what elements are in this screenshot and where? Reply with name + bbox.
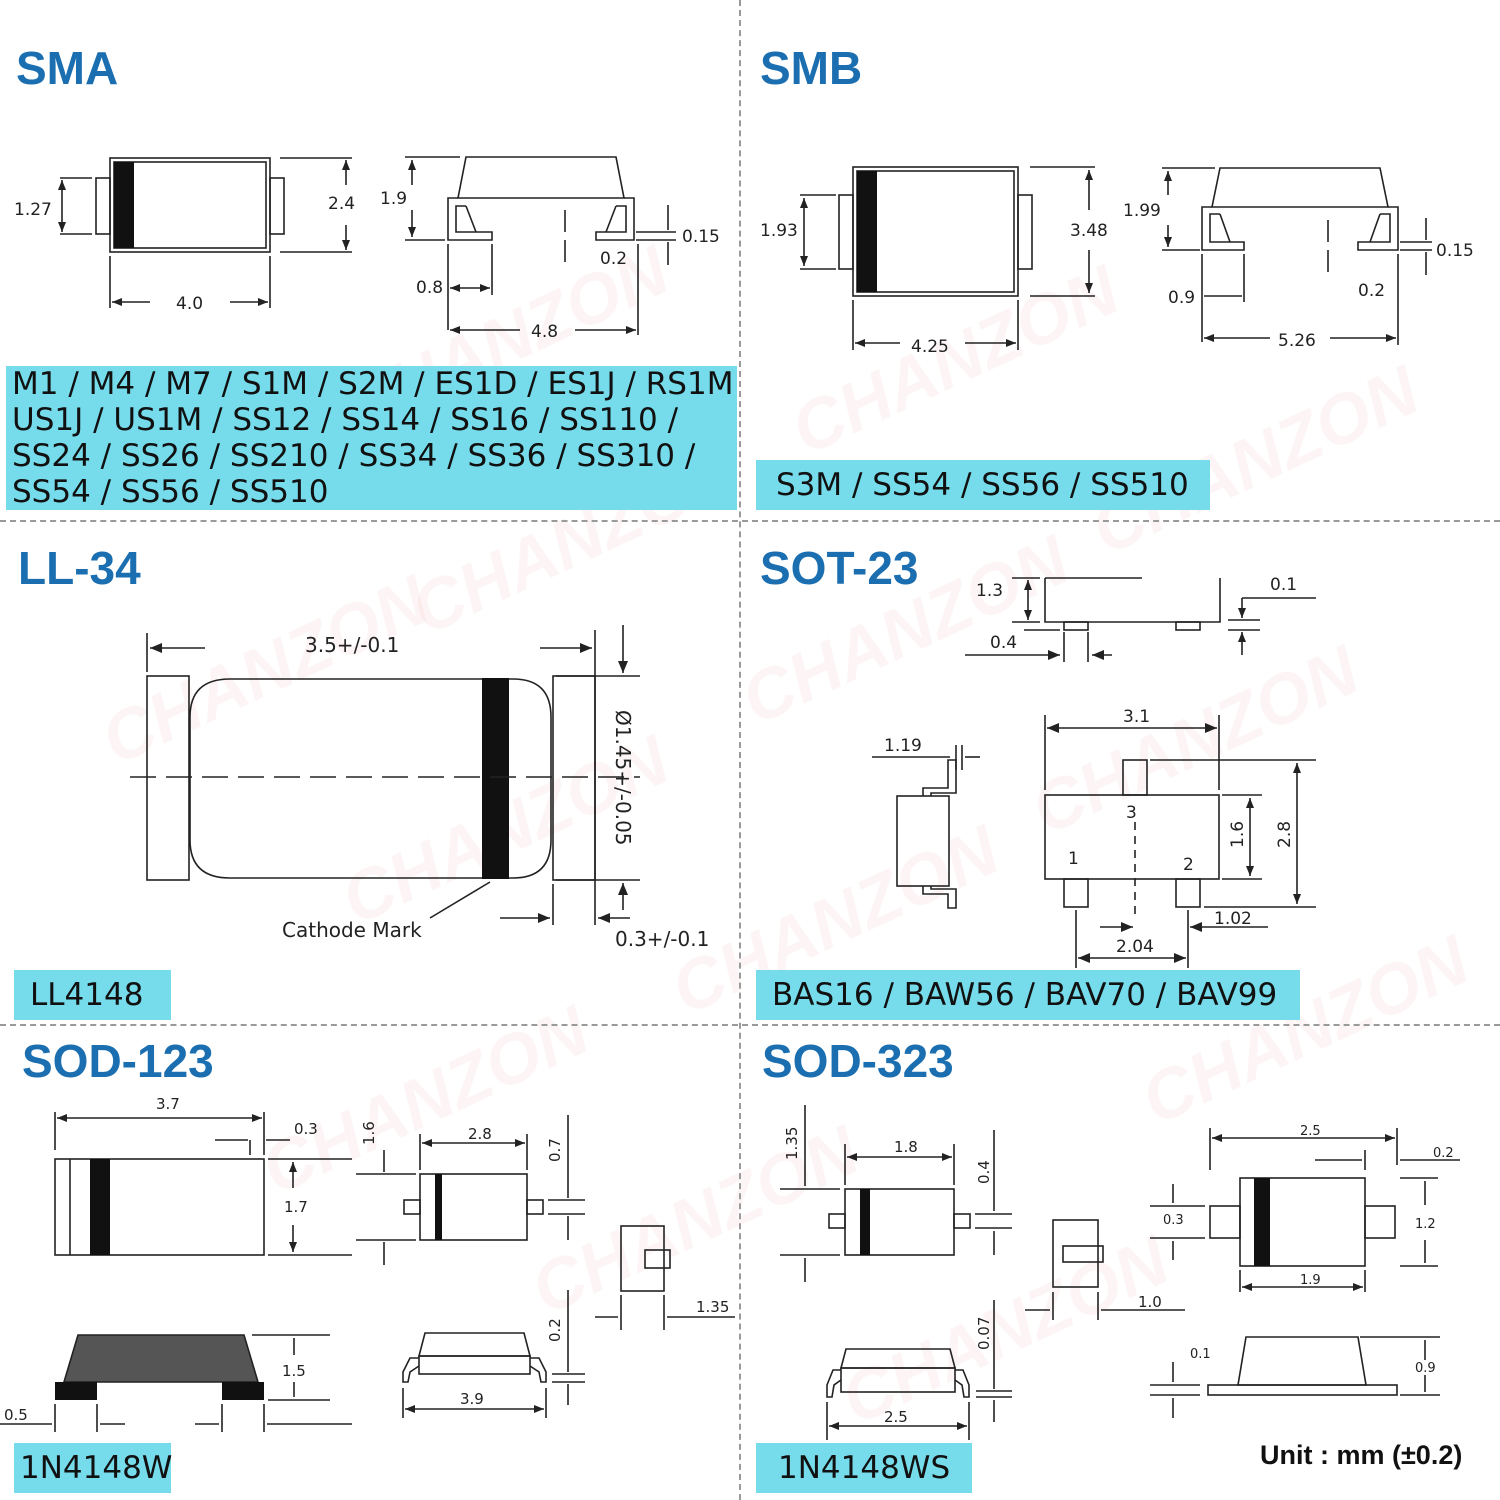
dim-label: 1.35 <box>783 1127 801 1160</box>
dim-label: 1.9 <box>380 189 407 209</box>
dim-label: 3.48 <box>1070 221 1108 241</box>
part-line: S3M / SS54 / SS56 / SS510 <box>776 467 1189 503</box>
sma-side-view <box>405 156 676 335</box>
dim-label: 2.04 <box>1116 937 1154 957</box>
part-line: 1N4148W <box>20 1450 173 1486</box>
dim-label: 0.2 <box>600 249 627 269</box>
dim-label: Ø1.45+/-0.05 <box>611 710 635 846</box>
dim-label: 0.9 <box>1168 288 1195 308</box>
sma-top-view <box>60 157 352 308</box>
vertical-divider <box>739 0 741 1500</box>
dim-label: 1.3 <box>976 581 1003 601</box>
dim-label: 0.9 <box>1415 1361 1436 1376</box>
part-list-sot23: BAS16 / BAW56 / BAV70 / BAV99 <box>756 970 1300 1020</box>
horizontal-divider <box>0 1024 1500 1026</box>
dim-label: 3.1 <box>1123 707 1150 727</box>
dim-label: 1.9 <box>1300 1273 1321 1288</box>
part-line: M1 / M4 / M7 / S1M / S2M / ES1D / ES1J /… <box>12 366 734 402</box>
dim-label: 1.35 <box>696 1298 729 1316</box>
section-title-sot23: SOT-23 <box>760 542 919 594</box>
section-title-sod123: SOD-123 <box>22 1035 214 1087</box>
part-list-sma: M1 / M4 / M7 / S1M / S2M / ES1D / ES1J /… <box>6 366 737 510</box>
dim-label: 0.3+/-0.1 <box>615 927 709 951</box>
dim-label: 0.1 <box>1270 575 1297 595</box>
part-line: SS54 / SS56 / SS510 <box>12 474 329 510</box>
dim-label: 0.2 <box>1358 281 1385 301</box>
dim-label: 0.15 <box>1436 241 1474 261</box>
dim-label: 1.02 <box>1214 909 1252 929</box>
dim-label: 0.07 <box>975 1317 993 1350</box>
dim-label: 0.7 <box>546 1138 564 1162</box>
pin-number: 1 <box>1068 849 1079 869</box>
dim-label: 2.5 <box>1300 1124 1321 1139</box>
cathode-mark-label: Cathode Mark <box>282 918 422 942</box>
dim-label: 0.2 <box>546 1318 564 1342</box>
dim-label: 1.6 <box>1228 821 1248 848</box>
dim-label: 5.26 <box>1278 331 1316 351</box>
dim-label: 0.4 <box>990 633 1017 653</box>
dim-label: 1.27 <box>14 200 52 220</box>
dim-label: 4.25 <box>911 337 949 357</box>
part-list-smb: S3M / SS54 / SS56 / SS510 <box>756 460 1210 510</box>
dim-label: 3.9 <box>460 1390 484 1408</box>
dim-label: 2.8 <box>1275 821 1295 848</box>
dim-label: 0.5 <box>4 1406 28 1424</box>
dim-label: 1.8 <box>894 1138 918 1156</box>
dim-label: 2.5 <box>884 1408 908 1426</box>
sod123-drawing <box>0 1112 735 1432</box>
pin-number: 3 <box>1126 803 1137 823</box>
dim-label: 1.2 <box>1415 1217 1436 1232</box>
horizontal-divider <box>0 520 1500 522</box>
sod323-drawing <box>780 1105 1460 1440</box>
dim-label: 2.8 <box>468 1125 492 1143</box>
dim-label: 3.7 <box>156 1095 180 1113</box>
part-line: US1J / US1M / SS12 / SS14 / SS16 / SS110… <box>12 402 679 438</box>
unit-note: Unit : mm (±0.2) <box>1260 1440 1463 1470</box>
smb-top-view <box>800 166 1095 350</box>
dim-label: 0.15 <box>682 227 720 247</box>
part-list-sod323: 1N4148WS <box>756 1443 972 1493</box>
part-line: BAS16 / BAW56 / BAV70 / BAV99 <box>772 977 1278 1013</box>
dim-label: 0.3 <box>1163 1213 1184 1228</box>
dim-label: 1.0 <box>1138 1293 1162 1311</box>
dim-label: 1.99 <box>1123 201 1161 221</box>
dim-label: 4.8 <box>531 322 558 342</box>
dim-label: 0.3 <box>294 1120 318 1138</box>
dim-label: 0.2 <box>1433 1146 1454 1161</box>
dim-label: 2.4 <box>328 194 355 214</box>
section-title-sma: SMA <box>16 42 119 94</box>
part-list-sod123: 1N4148W <box>14 1443 173 1493</box>
dim-label: 3.5+/-0.1 <box>305 633 399 657</box>
dim-label: 1.5 <box>282 1362 306 1380</box>
section-title-smb: SMB <box>760 42 863 94</box>
dim-label: 0.4 <box>975 1160 993 1184</box>
dim-label: 4.0 <box>176 294 203 314</box>
arrowheads <box>57 160 1396 1430</box>
dim-label: 1.93 <box>760 221 798 241</box>
part-line: 1N4148WS <box>778 1450 951 1486</box>
section-title-sod323: SOD-323 <box>762 1035 954 1087</box>
dim-label: 1.6 <box>360 1121 378 1145</box>
ll34-drawing <box>130 625 640 925</box>
dim-label: 1.19 <box>884 736 922 756</box>
smb-side-view <box>1162 167 1432 345</box>
part-line: SS24 / SS26 / SS210 / SS34 / SS36 / SS31… <box>12 438 696 474</box>
dim-label: 1.7 <box>284 1198 308 1216</box>
section-title-ll34: LL-34 <box>18 542 141 594</box>
dim-label: 0.8 <box>416 278 443 298</box>
pin-number: 2 <box>1183 855 1194 875</box>
part-list-ll34: LL4148 <box>14 970 171 1020</box>
dim-label: 0.1 <box>1190 1347 1211 1362</box>
part-line: LL4148 <box>30 977 144 1013</box>
